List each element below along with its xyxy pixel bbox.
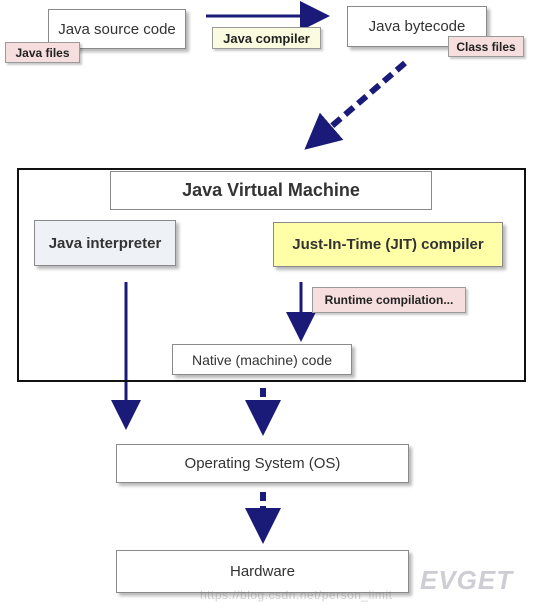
java-files-label: Java files [15, 45, 70, 60]
runtime-compilation-tag: Runtime compilation... [312, 287, 466, 313]
native-code-label: Native (machine) code [191, 351, 333, 368]
java-source-code-label: Java source code [58, 20, 176, 38]
runtime-compilation-label: Runtime compilation... [324, 293, 454, 307]
jit-compiler-box: Just-In-Time (JIT) compiler [273, 222, 503, 267]
java-compiler-label: Java compiler [223, 30, 310, 46]
java-compiler-tag: Java compiler [212, 27, 321, 49]
java-bytecode-label: Java bytecode [368, 18, 466, 35]
hardware-label: Hardware [229, 563, 296, 580]
hardware-box: Hardware [116, 550, 409, 593]
jvm-title: Java Virtual Machine [182, 180, 360, 200]
bytecode-to-jvm-arrow [304, 60, 407, 150]
jvm-frame [17, 168, 526, 382]
java-bytecode-box: Java bytecode [347, 6, 487, 47]
java-interpreter-box: Java interpreter [34, 220, 176, 266]
jvm-title-box: Java Virtual Machine [110, 171, 432, 210]
os-box: Operating System (OS) [116, 444, 409, 483]
class-files-tag: Class files [448, 36, 524, 57]
class-files-label: Class files [456, 39, 516, 54]
watermark-url: https://blog.csdn.net/person_limit [200, 588, 393, 602]
java-interpreter-label: Java interpreter [48, 234, 162, 252]
jit-compiler-label: Just-In-Time (JIT) compiler [292, 236, 484, 253]
watermark-brand: EVGET [420, 565, 514, 595]
os-label: Operating System (OS) [184, 455, 341, 472]
java-files-tag: Java files [5, 42, 80, 63]
native-code-box: Native (machine) code [172, 344, 352, 375]
